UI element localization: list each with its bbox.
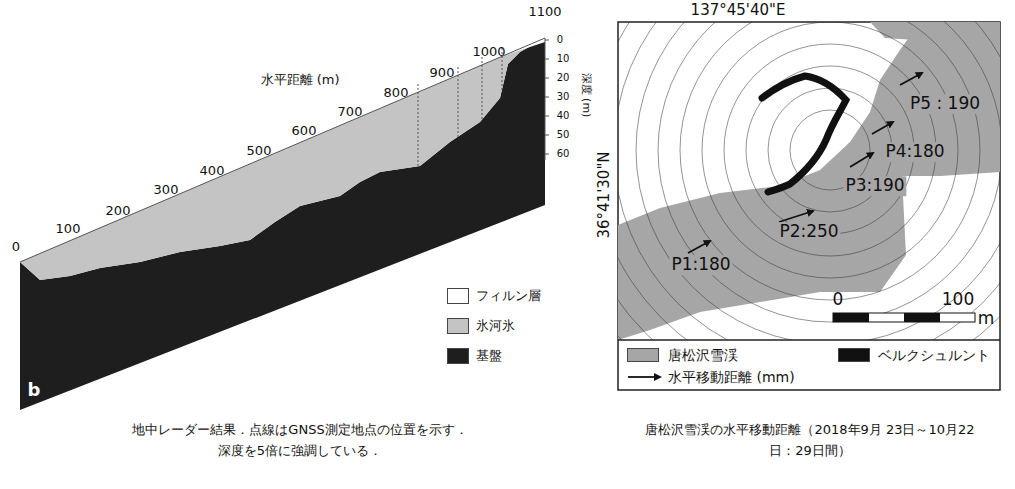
contour-lines: [618, 22, 1000, 340]
depth-axis: [545, 38, 546, 160]
axis-label: 300: [154, 183, 179, 198]
surface-line: [20, 38, 545, 262]
legend-text: 水平移動距離 (mm): [668, 369, 795, 385]
axis-label: 0: [557, 34, 563, 46]
axis-label: b: [28, 380, 41, 401]
axis-label: 400: [200, 164, 225, 179]
legend-swatch: [838, 348, 870, 362]
bergschrund: [762, 76, 846, 192]
axis-label: 深度 (m): [580, 73, 593, 118]
depth-ticks: [545, 40, 549, 154]
axis-label: 500: [247, 144, 272, 159]
axis-label: 900: [430, 66, 455, 81]
figure-caption: 唐松沢雪渓の水平移動距離（2018年9月 23日～10月22日：29日間）: [640, 420, 980, 462]
legend-swatch: [447, 288, 469, 304]
point-label: P3:190: [843, 176, 906, 196]
axis-label: 30: [557, 91, 570, 103]
point-label: P4:180: [883, 142, 946, 162]
legend-swatch: [447, 318, 469, 334]
axis-label: 200: [106, 204, 131, 219]
movement-arrows: [688, 73, 922, 253]
figure-caption: 地中レーダー結果．点線はGNSS測定地点の位置を示す． 深度を5倍に強調している…: [130, 420, 470, 462]
legend-arrow: [628, 376, 660, 378]
axis-label: 137°45'40"E: [691, 2, 786, 19]
legend-text: ベルクシュルント: [878, 347, 990, 363]
axis-label: 40: [557, 110, 570, 122]
axis-label: 100: [56, 222, 81, 237]
snow-gully: [618, 22, 1000, 340]
axis-label: 100: [942, 290, 974, 310]
frame-divider: [618, 339, 1000, 341]
axis-label: 800: [384, 86, 409, 101]
legend-text: 氷河氷: [476, 319, 515, 334]
legend-swatch: [447, 348, 469, 364]
map-frame: [618, 22, 1000, 390]
legend-text: フィルン層: [476, 289, 541, 304]
point-label: P1:180: [669, 255, 732, 275]
axis-label: 水平距離 (m): [261, 73, 340, 88]
glacier-ice: [20, 38, 545, 280]
axis-label: 0: [833, 290, 844, 310]
axis-label: 600: [292, 124, 317, 139]
axis-label: 36°41'30"N: [596, 151, 613, 238]
firn-layer: [400, 38, 545, 90]
bedrock: [20, 38, 545, 410]
legend-text: 基盤: [476, 349, 502, 364]
scale-bar: [833, 313, 975, 322]
gnss-dotted-lines: [418, 48, 502, 166]
axis-label: 1100: [528, 5, 561, 20]
axis-label: 10: [557, 53, 570, 65]
axis-label: 50: [557, 129, 570, 141]
axis-label: 20: [557, 72, 570, 84]
legend-text: 唐松沢雪渓: [668, 347, 738, 363]
point-label: P5 : 190: [908, 94, 982, 114]
point-label: P2:250: [777, 222, 840, 242]
axis-label: 0: [12, 240, 20, 255]
axis-label: 700: [338, 105, 363, 120]
axis-label: 60: [557, 148, 570, 160]
axis-label: m: [978, 309, 995, 329]
axis-label: 1000: [472, 45, 505, 60]
legend-swatch: [627, 348, 659, 362]
